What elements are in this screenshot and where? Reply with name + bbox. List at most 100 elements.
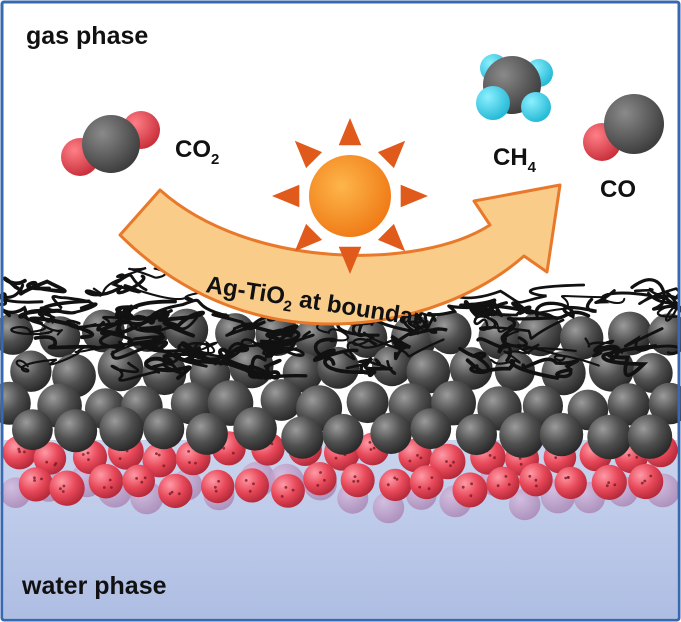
particle-dot [613,483,617,487]
carbon-fiber [345,358,397,375]
particle-dot [284,486,288,489]
particle-dot [356,479,360,483]
carbon-fiber [77,343,144,356]
particle-dot [110,486,113,489]
particle-dot [627,453,631,457]
carbon-fiber [0,299,91,319]
particle-dot [87,458,90,461]
particle-dot [368,441,372,444]
gray-particle [260,379,303,421]
carbon-fiber [111,341,202,360]
gray-particle [429,311,472,355]
carbon-fiber [241,321,301,344]
carbon-fiber [465,358,560,380]
red-particle [452,472,488,508]
red-particle [303,462,337,496]
particle-dot [393,476,397,480]
particle-dot [534,478,538,482]
sun-ray [294,140,323,169]
particle-dot [248,489,252,493]
particle-dot [231,451,235,455]
gray-particle [608,311,652,356]
particle-dot [291,488,295,492]
gray-particle [648,382,681,425]
carbon-fiber [657,303,681,322]
particle-dot [416,454,419,457]
carbon-fiber [352,333,445,358]
carbon-fiber [454,283,586,304]
gray-particle [54,409,98,453]
particle-dot [352,480,356,483]
ch4-molecule-icon [476,54,553,122]
sun-ray [400,184,428,208]
red-particle [142,443,177,478]
carbon-fiber [489,317,520,338]
gray-particle [346,381,389,424]
particle-dot [554,456,558,459]
particle-dot [470,482,473,486]
carbon-fiber [144,356,192,380]
carbon-fiber [92,266,167,296]
red-particle [18,467,53,502]
carbon-fiber [515,344,600,367]
particle-dot [135,477,139,480]
gray-particle [233,407,277,451]
red-particle [158,473,193,509]
gray-particle [539,412,584,457]
gray-particle [406,349,451,394]
particle-dot [418,485,422,489]
water-phase-label: water phase [21,572,167,600]
carbon-fiber [15,350,80,373]
carbon-fiber [240,335,298,356]
gray-particle [560,316,604,360]
red-particle [201,469,235,504]
red-particle [49,470,85,506]
particle-dot [33,479,36,482]
particle-dot [334,456,338,460]
carbon-fiber [2,276,67,296]
particle-dot [430,476,434,479]
particle-dot [168,492,172,496]
gray-particle [294,316,338,360]
red-particle [122,464,155,498]
particle-dot [187,450,191,453]
particle-dot [45,460,49,464]
particle-dot [535,484,538,488]
co-molecule-icon [583,94,664,161]
particle-dot [188,461,191,464]
particle-dot [23,450,26,454]
particle-dot [528,474,532,478]
particle-dot [140,480,144,484]
particle-dot [217,479,221,483]
co-label: CO [600,176,636,203]
particle-dot [564,476,568,480]
red-particle [409,465,444,500]
gray-particle [99,406,144,452]
particle-dot [408,459,412,463]
sun-ray [272,184,300,208]
particle-dot [33,476,36,480]
carbon-fiber [521,357,580,379]
gray-particle [185,412,228,455]
ch4-label: CH4 [493,144,537,176]
particle-dot [252,482,255,486]
sun-ray [377,223,406,252]
particle-dot [86,451,90,455]
particle-dot [607,481,611,484]
particle-dot [54,462,58,465]
gray-particle [607,383,650,426]
sun-ray [338,246,362,274]
carbon-fiber [584,337,624,358]
purple-particle [509,488,541,521]
particle-dot [493,456,496,460]
gray-particle [322,413,364,455]
particle-dot [640,481,644,485]
particle-dot [353,475,357,478]
particle-dot [518,457,522,460]
sun-ray [338,118,362,146]
carbon-fiber [390,323,429,361]
particle-dot [118,457,122,460]
particle-dot [643,479,647,483]
particle-dot [143,476,147,480]
